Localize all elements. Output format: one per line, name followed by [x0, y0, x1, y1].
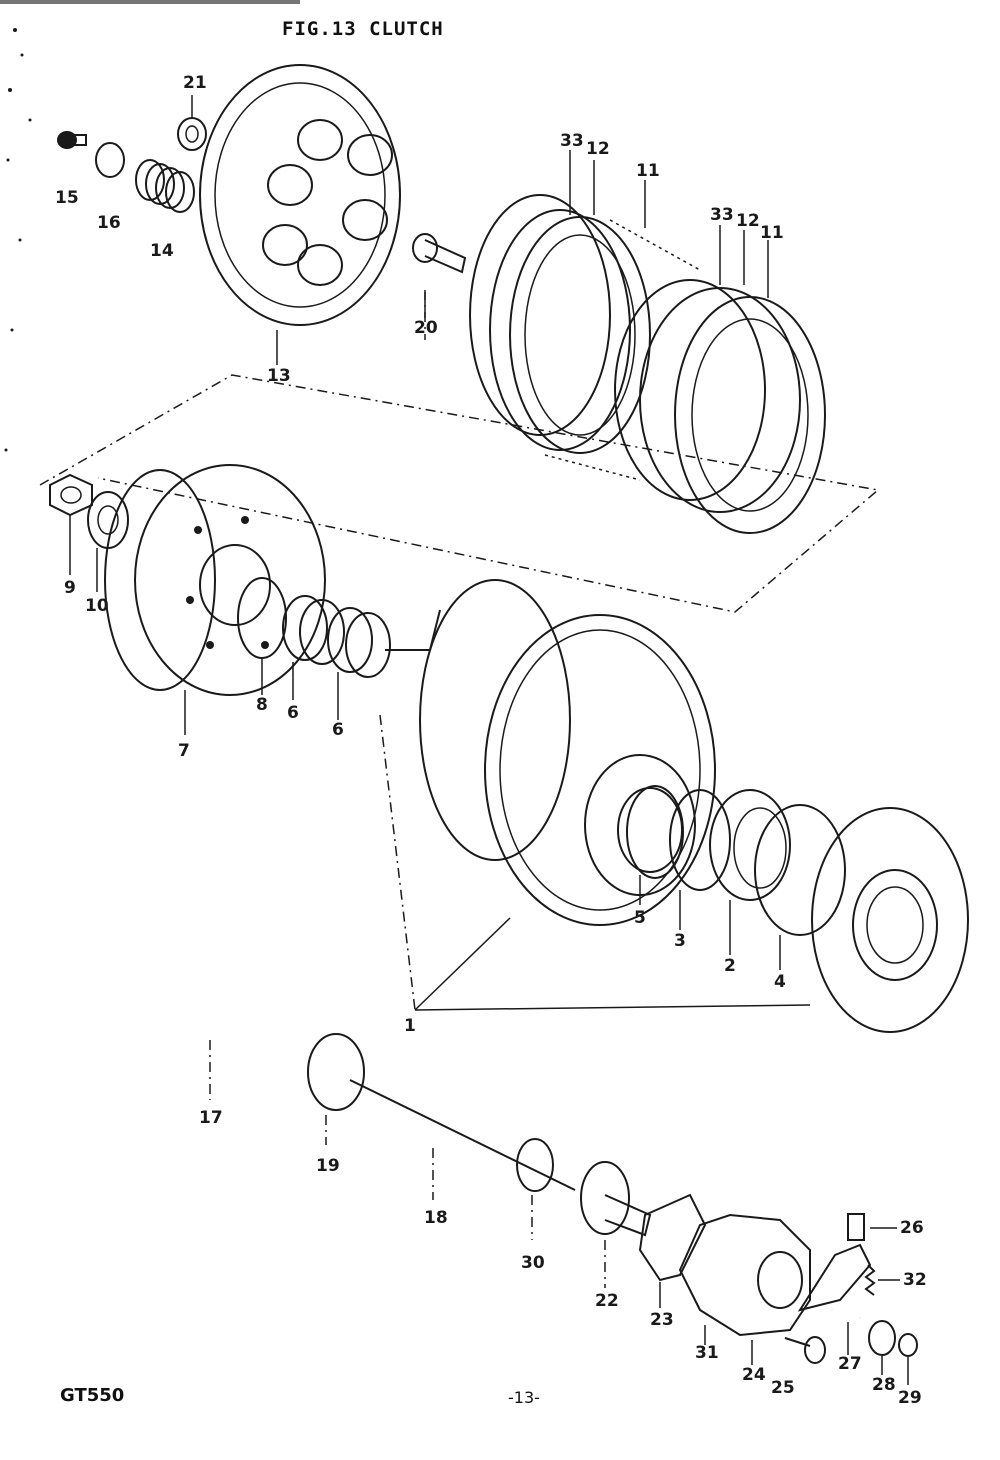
part-28-washer: [868, 1320, 896, 1356]
callout-29: 29: [898, 1388, 922, 1408]
scan-noise: [0, 0, 300, 452]
callout-9: 9: [64, 578, 76, 598]
callout-10: 10: [85, 596, 109, 616]
part-31-release-cover: [678, 1213, 811, 1337]
callout-11: 11: [636, 161, 660, 181]
callout-32: 32: [903, 1270, 927, 1290]
plate-set-1: [469, 194, 701, 481]
callout-1: 1: [404, 1016, 416, 1036]
callout-23: 23: [650, 1310, 674, 1330]
callout-22: 22: [595, 1291, 619, 1311]
part-22-release-screw: [580, 1161, 652, 1288]
part-14-spring: [135, 159, 195, 213]
part-23-gasket: [638, 1193, 707, 1282]
part-15-bolt: [57, 131, 87, 149]
callout-26: 26: [900, 1218, 924, 1238]
callout-24: 24: [742, 1365, 766, 1385]
oil-pump-drive-gear: [811, 807, 969, 1033]
page-number: -13-: [508, 1388, 540, 1407]
part-30-seal: [516, 1138, 554, 1240]
callout-18: 18: [424, 1208, 448, 1228]
part-29-nut: [898, 1333, 918, 1357]
callout-28: 28: [872, 1375, 896, 1395]
part-32-spring: [864, 1264, 876, 1296]
part-1-clutch-housing: [379, 579, 811, 1011]
part-5-spacer: [626, 785, 684, 879]
callout-4: 4: [774, 972, 786, 992]
part-16-washer: [95, 142, 125, 178]
callout-13: 13: [267, 366, 291, 386]
callout-17: 17: [199, 1108, 223, 1128]
callout-30: 30: [521, 1253, 545, 1273]
callout-8: 8: [256, 695, 268, 715]
callout-27: 27: [838, 1354, 862, 1374]
part-21-washer: [177, 117, 207, 151]
callout-20: 20: [414, 318, 438, 338]
figure-title: FIG.13 CLUTCH: [282, 18, 444, 40]
part-4-ring: [754, 804, 846, 936]
callout-5: 5: [634, 908, 646, 928]
callout-12b: 12: [736, 211, 760, 231]
part-7-clutch-hub: [104, 464, 326, 696]
leader-lines: [69, 95, 909, 1385]
callout-15: 15: [55, 188, 79, 208]
callout-14: 14: [150, 241, 174, 261]
part-9-nut: [49, 473, 93, 517]
part-3-circlip: [669, 789, 731, 891]
callout-7: 7: [178, 741, 190, 761]
callout-16: 16: [97, 213, 121, 233]
callout-3: 3: [674, 931, 686, 951]
callout-12: 12: [586, 139, 610, 159]
part-6-needle-bearings: [282, 595, 391, 678]
plate-set-2: [614, 279, 826, 534]
part-19-18-push-rod-assembly: [253, 1033, 576, 1200]
part-13-pressure-plate: [199, 64, 401, 326]
part-26-release-arm: [797, 1213, 872, 1312]
part-2-bearing: [709, 789, 791, 901]
callout-6: 6: [287, 703, 299, 723]
callout-19: 19: [316, 1156, 340, 1176]
callout-21: 21: [183, 73, 207, 93]
part-27-pin: [831, 1307, 861, 1321]
callout-6b: 6: [332, 720, 344, 740]
part-25-screw: [784, 1336, 826, 1364]
callout-2: 2: [724, 956, 736, 976]
callout-33: 33: [560, 131, 584, 151]
part-17-push-rod: [65, 950, 251, 1100]
model-label: GT550: [60, 1385, 125, 1406]
callout-11b: 11: [760, 223, 784, 243]
plate-assembly-outline: [39, 374, 880, 613]
callout-25: 25: [771, 1378, 795, 1398]
callout-33b: 33: [710, 205, 734, 225]
callout-31: 31: [695, 1343, 719, 1363]
